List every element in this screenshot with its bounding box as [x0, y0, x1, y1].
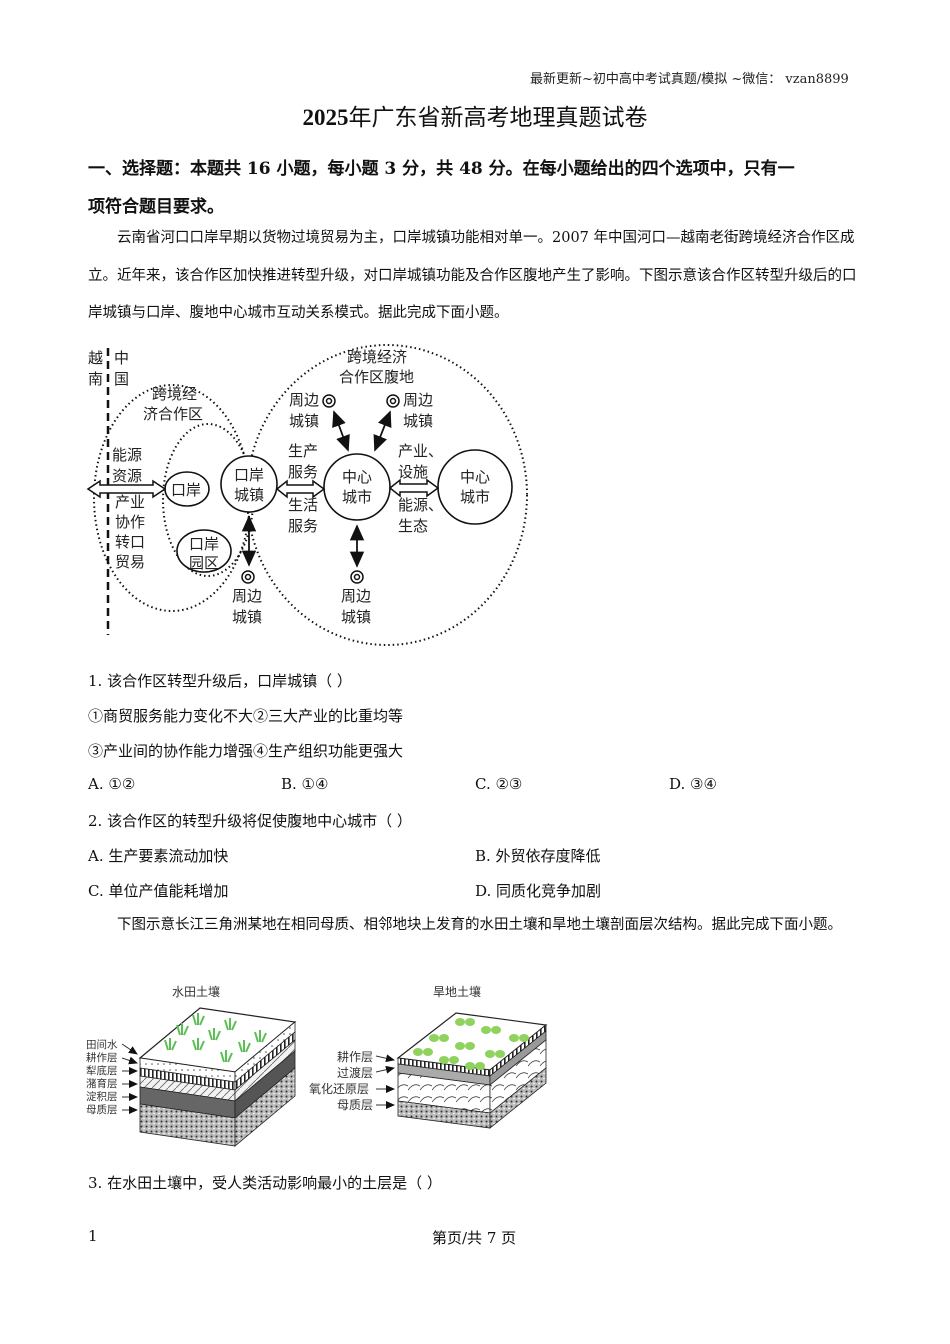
svg-text:母质层: 母质层 [86, 1104, 118, 1116]
title-text: 年广东省新高考地理真题试卷 [348, 105, 648, 131]
svg-text:城镇: 城镇 [232, 608, 262, 626]
svg-text:产业: 产业 [115, 493, 145, 511]
center-city-node [323, 453, 391, 521]
question-2-option-a[interactable]: A. 生产要素流动加快 [88, 847, 229, 865]
header-note: 最新更新~初中高中考试真题/模拟 ~微信： vzan8899 [530, 72, 849, 87]
far-center-city-node [437, 449, 513, 525]
svg-text:协作: 协作 [115, 513, 145, 531]
svg-text:淀积层: 淀积层 [86, 1090, 118, 1103]
svg-text:贸易: 贸易 [115, 553, 145, 571]
section-heading-line1: 一、选择题：本题共 16 小题，每小题 3 分，共 48 分。在每小题给出的四个… [88, 159, 795, 179]
svg-text:跨境经济: 跨境经济 [347, 348, 407, 366]
svg-text:周边: 周边 [403, 391, 433, 409]
page-title: 2025年广东省新高考地理真题试卷 [0, 98, 950, 132]
port-town-node [220, 455, 278, 513]
svg-text:济合作区: 济合作区 [143, 405, 203, 423]
svg-text:城镇: 城镇 [403, 412, 433, 430]
svg-text:田间水: 田间水 [86, 1038, 118, 1051]
svg-text:能源: 能源 [112, 446, 142, 464]
svg-text:母质层: 母质层 [337, 1098, 373, 1112]
footer-page-number: 1 [88, 1227, 98, 1245]
dryland-title: 旱地土壤 [433, 984, 481, 999]
svg-text:耕作层: 耕作层 [86, 1051, 118, 1064]
question-2-stem: 2. 该合作区的转型升级将促使腹地中心城市（ ） [88, 812, 412, 830]
svg-text:生活: 生活 [288, 496, 318, 514]
passage-1: 云南省河口口岸早期以货物过境贸易为主，口岸城镇功能相对单一。2007 年中国河口… [88, 220, 863, 333]
svg-text:转口: 转口 [115, 533, 145, 551]
section-heading-line2: 项符合题目要求。 [88, 197, 224, 217]
port-park-node [176, 529, 232, 573]
title-year: 2025 [302, 105, 349, 130]
question-1-option-c[interactable]: C. ②③ [475, 775, 523, 793]
svg-text:园区: 园区 [189, 554, 219, 572]
svg-text:周边: 周边 [232, 587, 262, 605]
footer-page-info: 第页/共 7 页 [432, 1229, 517, 1247]
svg-text:跨境经: 跨境经 [152, 385, 197, 403]
question-1-statement-1: ①商贸服务能力变化不大②三大产业的比重均等 [88, 707, 404, 725]
question-1-option-d[interactable]: D. ③④ [669, 775, 717, 793]
svg-text:耕作层: 耕作层 [337, 1049, 373, 1064]
energy-trade-arrow [86, 479, 167, 499]
svg-text:合作区腹地: 合作区腹地 [339, 368, 414, 386]
svg-text:国: 国 [114, 370, 129, 388]
service-arrow [275, 479, 326, 499]
svg-text:能源、: 能源、 [398, 496, 443, 514]
paddy-title: 水田土壤 [172, 984, 220, 999]
svg-text:生产: 生产 [288, 442, 318, 460]
svg-text:口岸: 口岸 [171, 481, 201, 499]
industry-energy-arrow [388, 478, 440, 498]
question-2-option-d[interactable]: D. 同质化竞争加剧 [475, 882, 602, 900]
svg-text:服务: 服务 [288, 517, 318, 535]
passage-2-text: 下图示意长江三角洲某地在相同母质、相邻地块上发育的水田土壤和旱地土壤剖面层次结构… [117, 917, 842, 933]
passage-1-text: 云南省河口口岸早期以货物过境贸易为主，口岸城镇功能相对单一。2007 年中国河口… [88, 230, 857, 321]
svg-text:犁底层: 犁底层 [86, 1064, 118, 1077]
svg-text:产业、: 产业、 [398, 442, 443, 460]
svg-text:南: 南 [88, 370, 103, 388]
svg-text:城市: 城市 [460, 488, 490, 506]
svg-text:城镇: 城镇 [289, 412, 319, 430]
svg-text:氧化还原层: 氧化还原层 [309, 1082, 369, 1096]
svg-text:潴育层: 潴育层 [86, 1077, 118, 1090]
question-1-stem: 1. 该合作区转型升级后，口岸城镇（ ） [88, 672, 352, 690]
svg-text:生态: 生态 [398, 517, 428, 535]
svg-text:过渡层: 过渡层 [337, 1065, 373, 1080]
svg-text:服务: 服务 [288, 463, 318, 481]
svg-text:口岸: 口岸 [189, 535, 219, 553]
svg-text:资源: 资源 [112, 467, 142, 485]
passage-2: 下图示意长江三角洲某地在相同母质、相邻地块上发育的水田土壤和旱地土壤剖面层次结构… [88, 907, 863, 945]
svg-text:周边: 周边 [289, 391, 319, 409]
question-3-stem: 3. 在水田土壤中，受人类活动影响最小的土层是（ ） [88, 1174, 442, 1192]
svg-text:城镇: 城镇 [341, 608, 371, 626]
question-2-option-b[interactable]: B. 外贸依存度降低 [475, 847, 601, 865]
question-1-option-b[interactable]: B. ①④ [281, 775, 329, 793]
label-china: 中 [114, 349, 129, 367]
svg-text:中心: 中心 [460, 468, 490, 486]
svg-text:城镇: 城镇 [234, 486, 264, 504]
svg-text:设施: 设施 [398, 463, 428, 481]
svg-text:中心: 中心 [342, 468, 372, 486]
question-2-option-c[interactable]: C. 单位产值能耗增加 [88, 882, 229, 900]
question-1-statement-2: ③产业间的协作能力增强④生产组织功能更强大 [88, 742, 404, 760]
label-vietnam: 越 [88, 349, 103, 367]
question-1-option-a[interactable]: A. ①② [88, 775, 136, 793]
svg-text:口岸: 口岸 [234, 466, 264, 484]
rice-plants [164, 1013, 267, 1063]
svg-text:周边: 周边 [341, 587, 371, 605]
seedlings [413, 1018, 529, 1070]
svg-text:城市: 城市 [342, 488, 372, 506]
